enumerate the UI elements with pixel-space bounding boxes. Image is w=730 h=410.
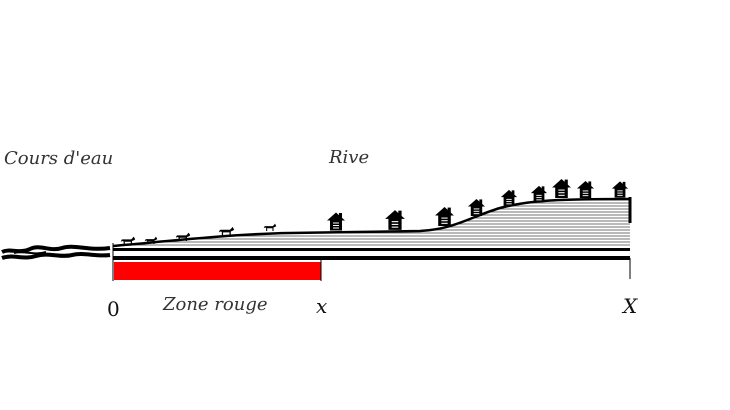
bank-label: Rive — [328, 147, 369, 168]
house-icon — [611, 181, 629, 198]
red-zone-label: Zone rouge — [162, 294, 268, 315]
watercourse-label: Cours d'eau — [4, 148, 113, 169]
bank-profile — [112, 197, 631, 248]
house-icon — [576, 180, 595, 199]
house-icon — [385, 210, 405, 230]
houses — [327, 179, 629, 231]
house-icon — [435, 207, 454, 226]
watercourse-icon — [1, 244, 111, 260]
origin-label: 0 — [107, 297, 120, 321]
house-icon — [552, 179, 571, 198]
red-zone-bar — [114, 262, 321, 280]
goat-icon — [263, 223, 277, 231]
x-small-label: x — [316, 294, 327, 318]
x-large-label: X — [621, 294, 638, 318]
house-icon — [327, 212, 345, 231]
goat-icon — [218, 226, 235, 236]
bank-terrain — [112, 197, 632, 248]
